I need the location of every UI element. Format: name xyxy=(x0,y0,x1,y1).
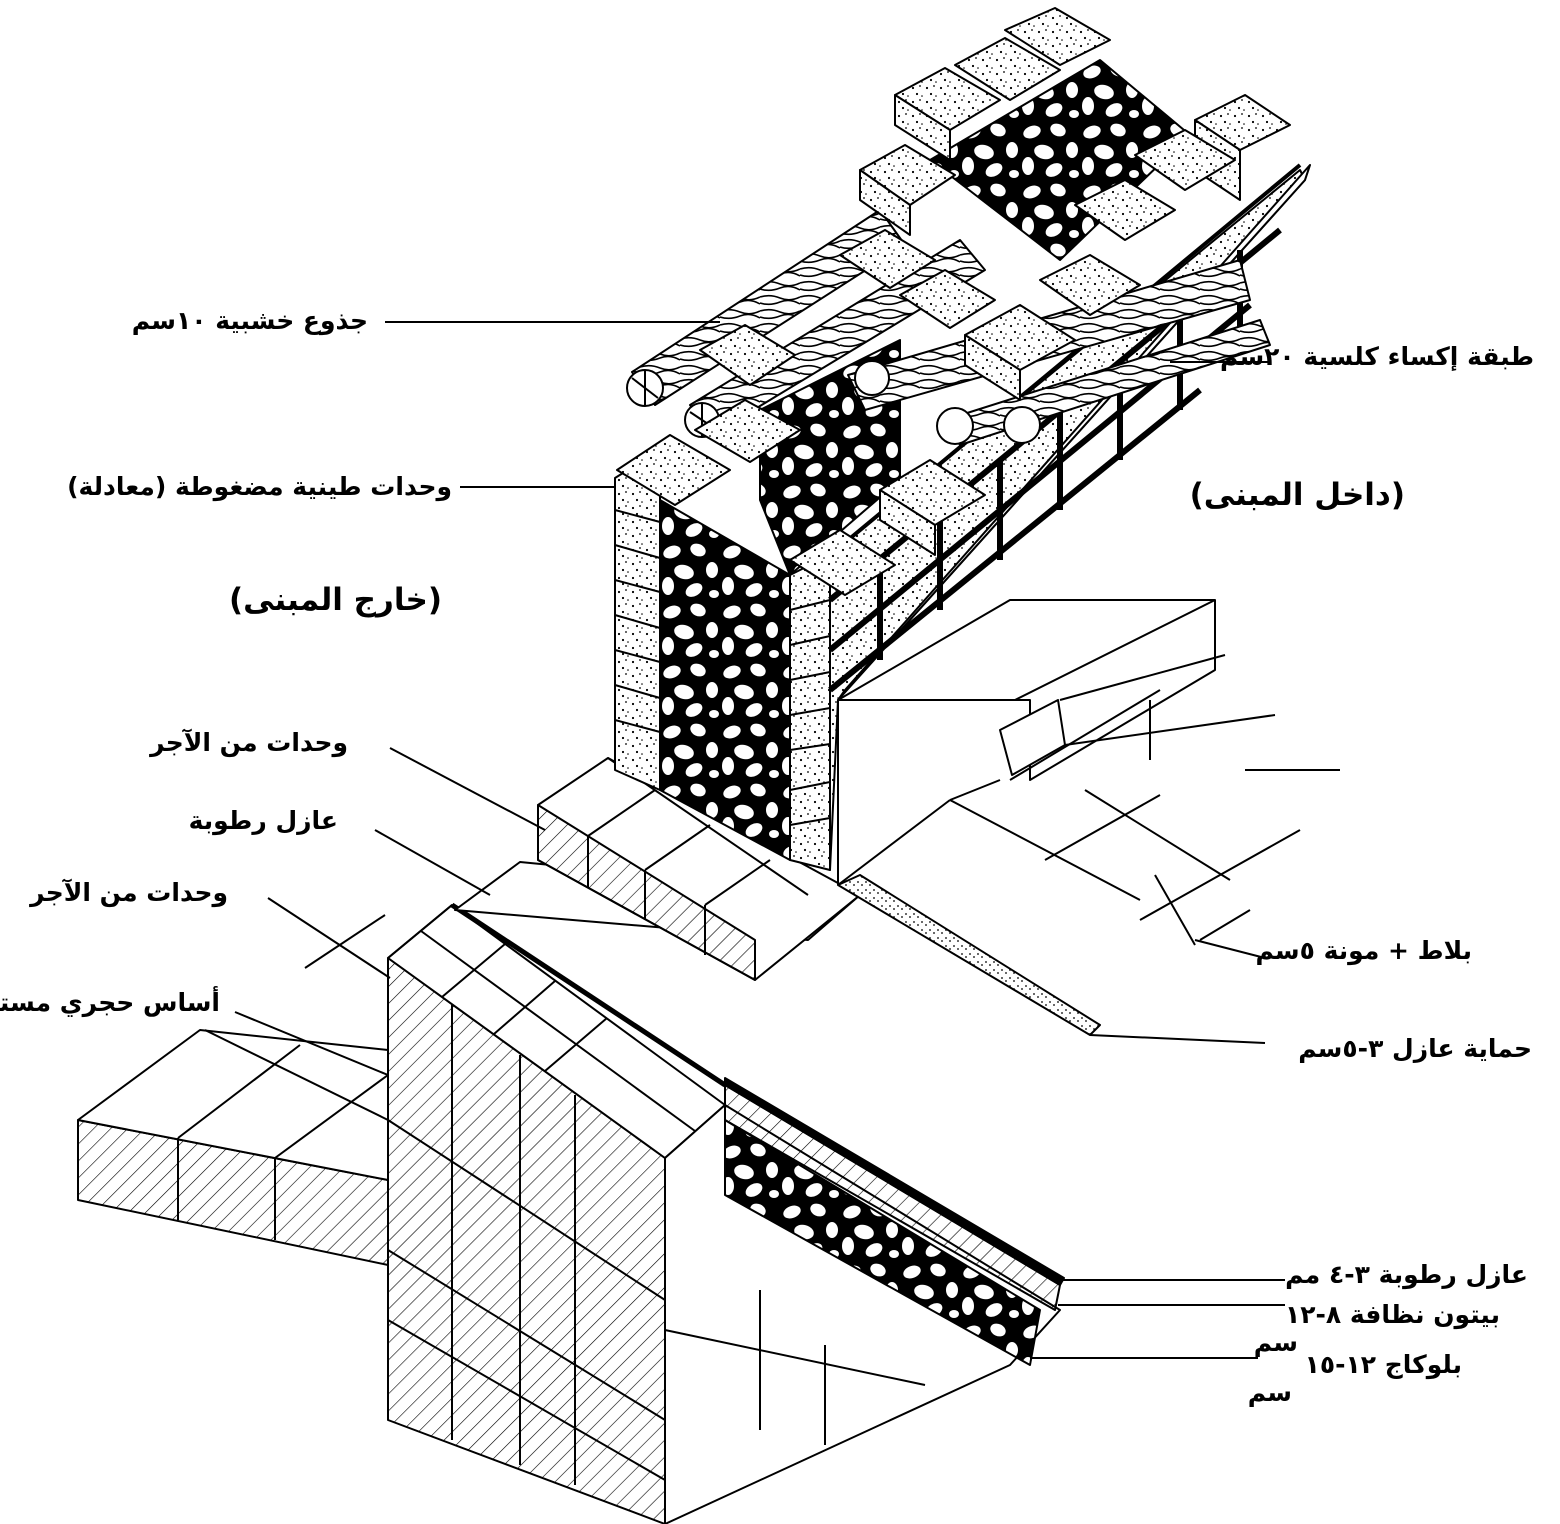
label-blocking-2: سم xyxy=(1247,1378,1292,1407)
label-lean-concrete-1: بيتون نظافة ٨-١٢ xyxy=(1284,1300,1500,1329)
label-compressed-earth-units: وحدات طينية مضغوطة (معادلة) xyxy=(67,472,452,501)
lower-brick-course xyxy=(454,757,861,981)
label-damp-proofing-thickness: عازل رطوبة ٣-٤ مم xyxy=(1285,1260,1528,1289)
outer-brick-leaf xyxy=(614,449,661,791)
label-brick-units-upper: وحدات من الآجر xyxy=(150,728,348,757)
compressed-earth-blocks xyxy=(616,7,1291,596)
outer-footing xyxy=(77,1029,389,1266)
label-brick-units-lower: وحدات من الآجر xyxy=(30,878,228,907)
label-tiles-mortar: بلاط + مونة ٥سم xyxy=(1255,936,1472,965)
floor-tiles xyxy=(837,599,1340,946)
label-blocking-1: بلوكاج ١٢-١٥ xyxy=(1304,1350,1462,1379)
floor-layers xyxy=(724,1077,1065,1366)
label-insulation-protection: حماية عازل ٣-٥سم xyxy=(1298,1034,1532,1063)
label-wooden-logs: جذوع خشبية ١٠سم xyxy=(131,306,368,335)
insulation-protection xyxy=(837,874,1101,1036)
stone-foundation-block xyxy=(387,904,726,1524)
label-damp-proofing: عازل رطوبة xyxy=(188,806,338,835)
label-lime-plaster: طبقة إكساء كلسية ٢٠سم xyxy=(1219,342,1534,371)
damp-proof-line xyxy=(450,902,727,1088)
label-lean-concrete-2: سم xyxy=(1253,1328,1298,1357)
label-stone-foundation: أساس حجري مستمر xyxy=(0,988,220,1017)
label-inside-building: (داخل المبنى) xyxy=(1189,477,1405,513)
inner-brick-leaf xyxy=(789,554,831,871)
label-outside-building: (خارج المبنى) xyxy=(228,582,442,618)
leader-lines xyxy=(204,321,1285,1359)
